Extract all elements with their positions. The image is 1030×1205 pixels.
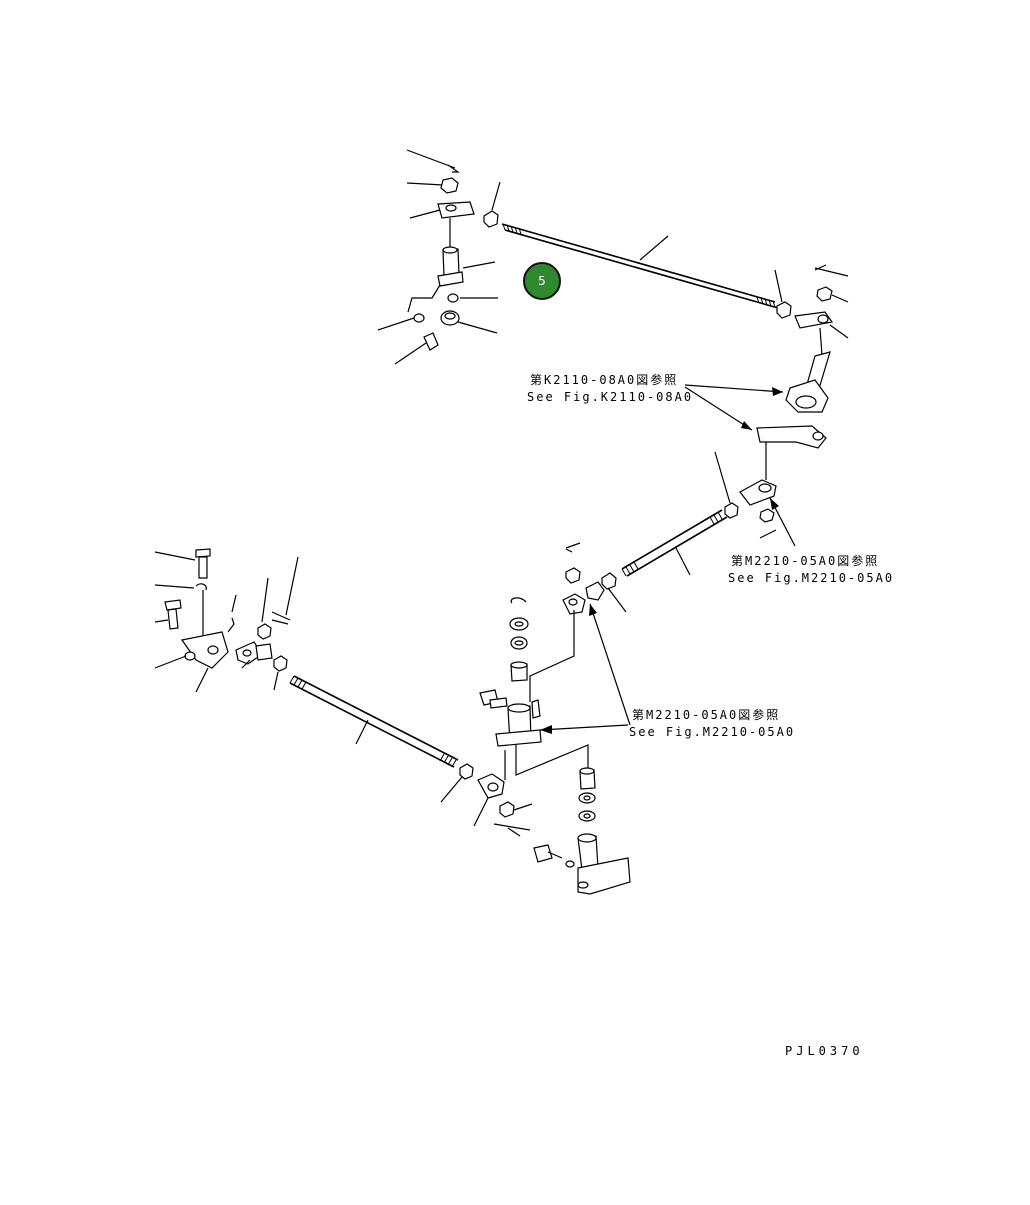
lower-bracket-assembly <box>533 767 631 895</box>
upper-left-assembly <box>377 149 498 365</box>
callout-number-badge: 5 <box>523 262 561 300</box>
callout-1-jp-label: 第K2110-08A0図参照 <box>530 373 679 387</box>
middle-right-assembly <box>714 425 827 547</box>
left-assembly <box>154 548 299 693</box>
upper-rod <box>483 181 792 319</box>
callout-2-jp-label: 第M2210-05A0図参照 <box>731 554 880 568</box>
middle-rod <box>562 509 728 726</box>
callout-1-en-label: See Fig.K2110-08A0 <box>527 390 694 404</box>
callout-1-leaders <box>684 384 784 431</box>
callout-2-en-label: See Fig.M2210-05A0 <box>728 571 895 585</box>
upper-right-assembly <box>785 264 849 413</box>
central-shaft-assembly <box>479 597 629 780</box>
callout-3-jp-label: 第M2210-05A0図参照 <box>632 708 781 722</box>
callout-3-en-label: See Fig.M2210-05A0 <box>629 725 796 739</box>
lower-rod <box>289 675 533 837</box>
drawing-code: PJL0370 <box>785 1044 864 1058</box>
